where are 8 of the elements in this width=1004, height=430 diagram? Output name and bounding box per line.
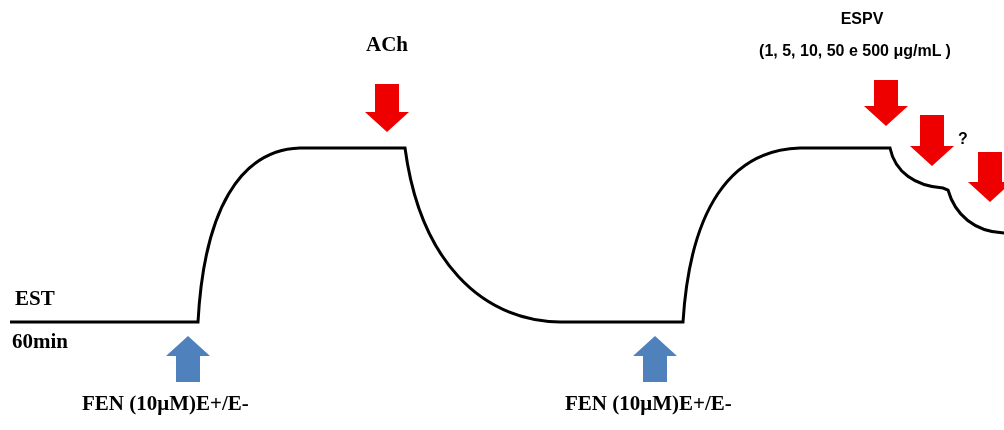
dose-label: (1, 5, 10, 50 e 500 μg/mL ) <box>759 42 951 60</box>
question-mark: ? <box>958 130 968 148</box>
substance-label: ESPV <box>840 10 884 28</box>
time-label: 60min <box>12 330 68 354</box>
substance-label: FEN (10μM)E+/E- <box>82 392 249 416</box>
substance-label: FEN (10μM)E+/E- <box>565 392 732 416</box>
stimulus-label: EST <box>15 287 55 311</box>
substance-label: ACh <box>366 33 408 57</box>
